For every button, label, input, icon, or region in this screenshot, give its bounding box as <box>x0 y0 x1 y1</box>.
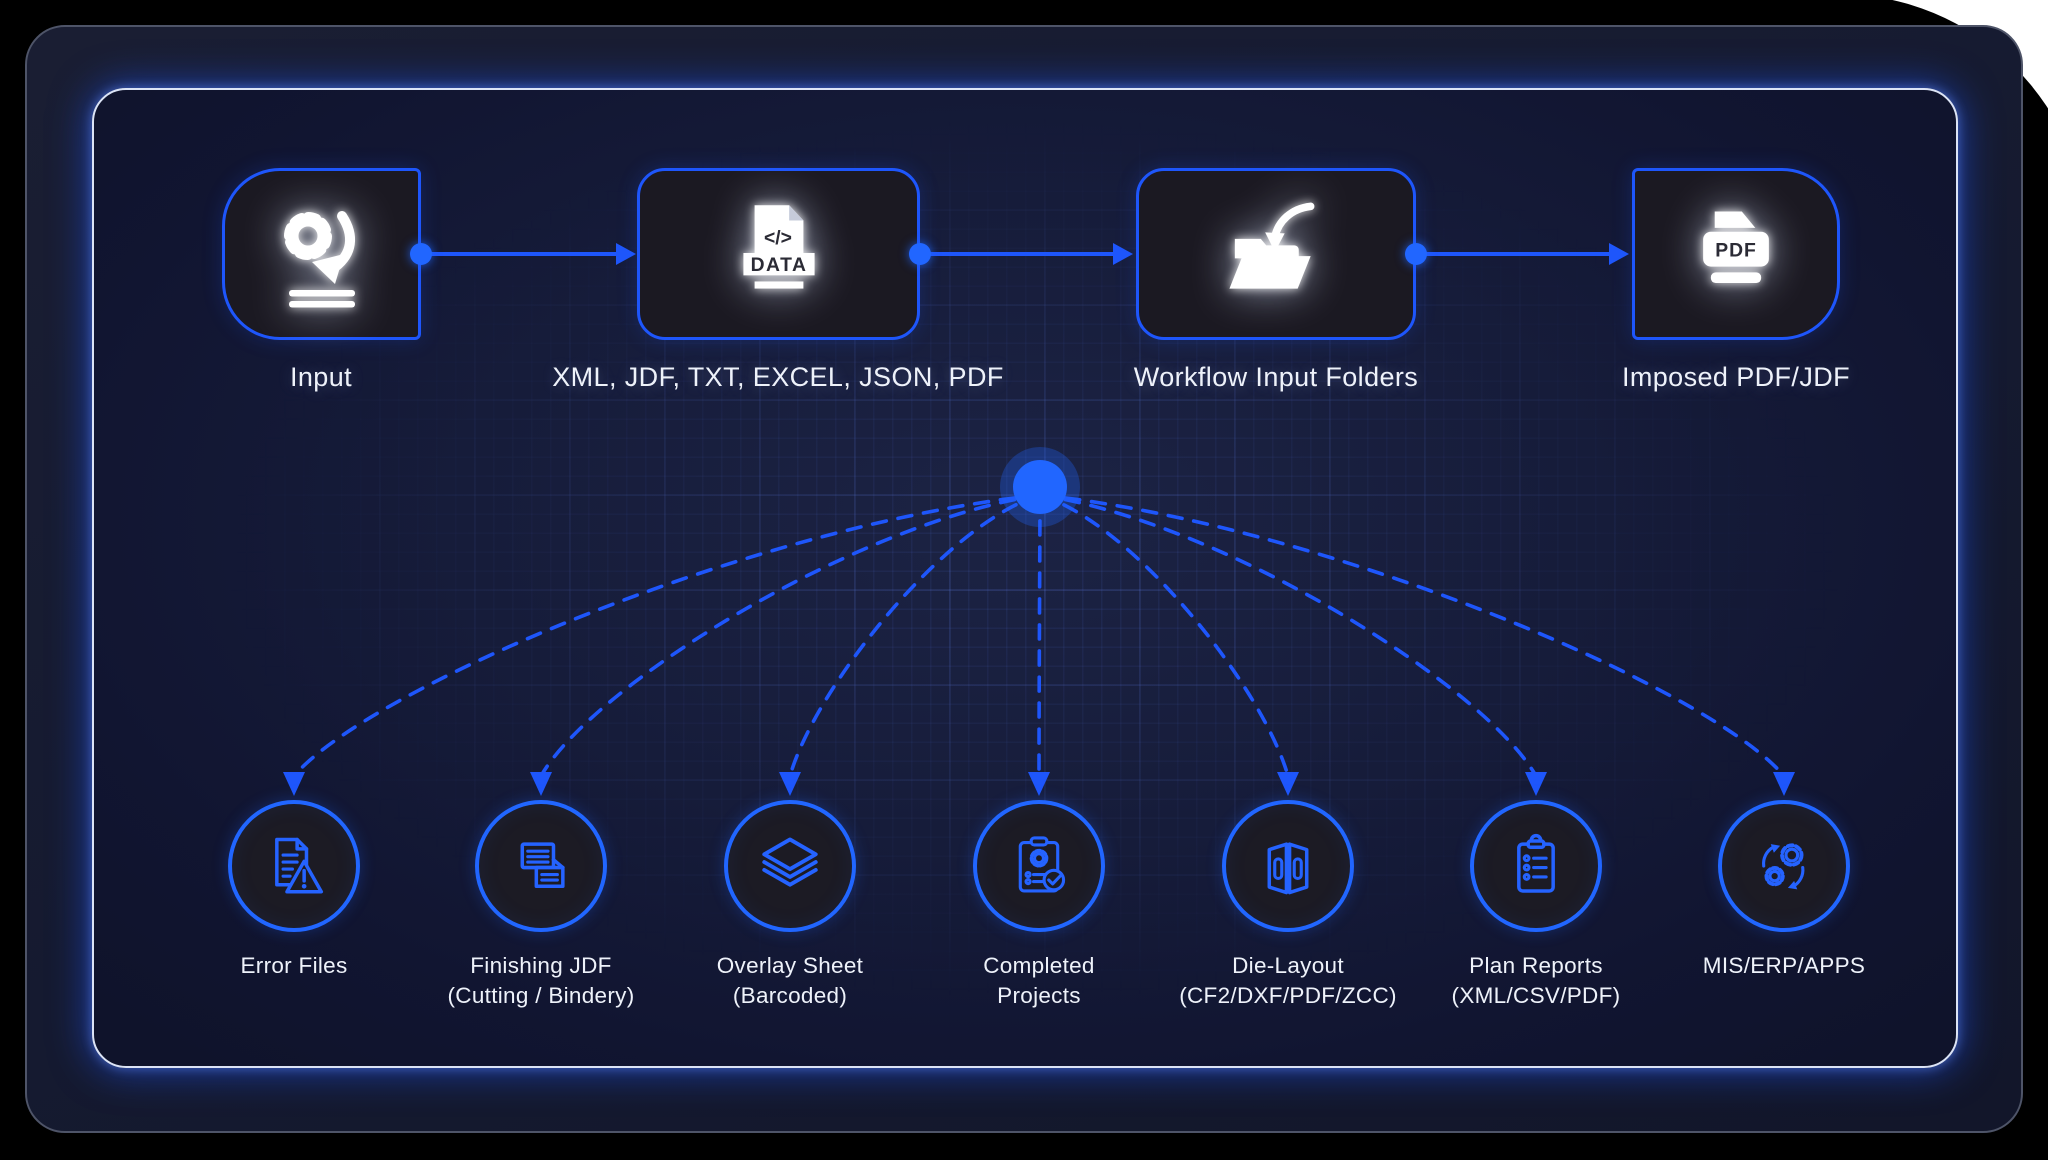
finishing-jdf-icon <box>520 842 565 889</box>
connector-dot-3 <box>1405 243 1427 265</box>
svg-text:</>: </> <box>764 228 792 249</box>
connector-dot-2 <box>909 243 931 265</box>
pdf-file-icon: PDF <box>1703 211 1769 283</box>
output-finishing-jdf <box>475 800 607 932</box>
output-label-overlay-sheet: Overlay Sheet(Barcoded) <box>716 953 864 1008</box>
output-label-die-layout: Die-Layout(CF2/DXF/PDF/ZCC) <box>1179 953 1397 1008</box>
error-files-icon <box>275 837 324 894</box>
output-die-layout <box>1222 800 1354 932</box>
output-label-finishing-jdf: Finishing JDF(Cutting / Bindery) <box>447 953 635 1008</box>
die-layout-icon <box>1267 842 1309 895</box>
completed-projects-icon <box>1018 836 1066 893</box>
gear-download-icon <box>283 211 355 308</box>
output-label-plan-reports: Plan Reports(XML/CSV/PDF) <box>1451 953 1621 1008</box>
connector-line-1 <box>421 252 620 256</box>
connector-dot-1 <box>410 243 432 265</box>
svg-text:DATA: DATA <box>750 255 807 276</box>
data-file-icon: </> DATA <box>742 205 815 289</box>
input-folder-icon <box>1229 202 1315 289</box>
overlay-sheet-icon <box>762 837 818 887</box>
flow-label-workflow-folders: Workflow Input Folders <box>1133 362 1419 392</box>
flow-node-workflow-folders <box>1136 168 1416 340</box>
flow-label-imposed-pdf: Imposed PDF/JDF <box>1621 362 1851 392</box>
flow-node-input <box>222 168 421 340</box>
output-plan-reports <box>1470 800 1602 932</box>
output-completed-projects <box>973 800 1105 932</box>
connector-arrow-1 <box>616 243 636 265</box>
plan-reports-icon <box>1517 833 1555 893</box>
output-error-files <box>228 800 360 932</box>
output-overlay-sheet <box>724 800 856 932</box>
mis-erp-apps-icon <box>1762 843 1805 890</box>
connector-arrow-3 <box>1609 243 1629 265</box>
output-label-error-files: Error Files <box>240 953 348 978</box>
connector-line-3 <box>1416 252 1612 256</box>
flow-label-input: Input <box>289 362 353 392</box>
flow-node-data-formats: </> DATA <box>637 168 920 340</box>
output-mis-erp-apps <box>1718 800 1850 932</box>
connector-line-2 <box>920 252 1116 256</box>
svg-text:PDF: PDF <box>1715 240 1757 261</box>
output-label-mis-erp-apps: MIS/ERP/APPS <box>1702 953 1866 978</box>
flow-label-data-formats: XML, JDF, TXT, EXCEL, JSON, PDF <box>552 362 1004 392</box>
flow-node-imposed-pdf: PDF <box>1632 168 1840 340</box>
connector-arrow-2 <box>1113 243 1133 265</box>
